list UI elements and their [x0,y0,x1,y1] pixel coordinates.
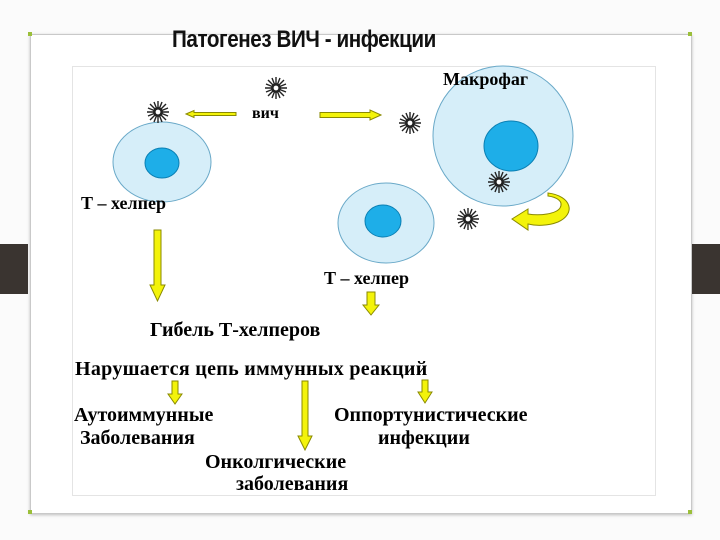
virus-icon [264,76,288,100]
left-side-tab [0,244,28,294]
arrow-down-icon [361,291,381,316]
macrophage-label: Макрофаг [443,69,528,89]
arrow-down-icon [167,380,183,405]
virus-icon [487,170,511,194]
t-helper-label: Т – хелпер [324,268,410,288]
arrow-left-icon [184,109,237,119]
t-helper-label: Т – хелпер [81,193,167,213]
frame-corner-accent [688,510,692,514]
autoimmune-label-line1: Аутоиммунные [74,404,214,426]
autoimmune-label-line2: Заболевания [80,427,195,449]
macrophage-cell [432,65,574,207]
oncologic-label-line2: заболевания [236,473,349,495]
t-helper-death-label: Гибель Т-хелперов [150,319,321,341]
virus-icon [146,100,170,124]
oncologic-label-line1: Онколгические [205,451,347,473]
slide-title: Патогенез ВИЧ - инфекции [172,26,436,53]
frame-corner-accent [28,510,32,514]
arrow-down-icon [417,379,433,404]
opportunistic-label-line1: Оппортунистические [334,404,528,426]
t-helper-cell-left [112,121,212,203]
t-helper-cell-right [337,182,435,264]
frame-corner-accent [688,32,692,36]
right-side-tab [692,244,720,294]
arrow-down-icon [297,380,313,452]
virus-label: вич [252,105,279,122]
arrow-down-icon [149,229,166,303]
virus-icon [398,111,422,135]
frame-corner-accent [28,32,32,36]
virus-icon [456,207,480,231]
opportunistic-label-line2: инфекции [378,427,470,449]
immune-chain-label: Нарушается цепь иммунных реакций [75,358,428,380]
curved-arrow-icon [511,192,570,231]
arrow-right-icon [319,109,383,121]
